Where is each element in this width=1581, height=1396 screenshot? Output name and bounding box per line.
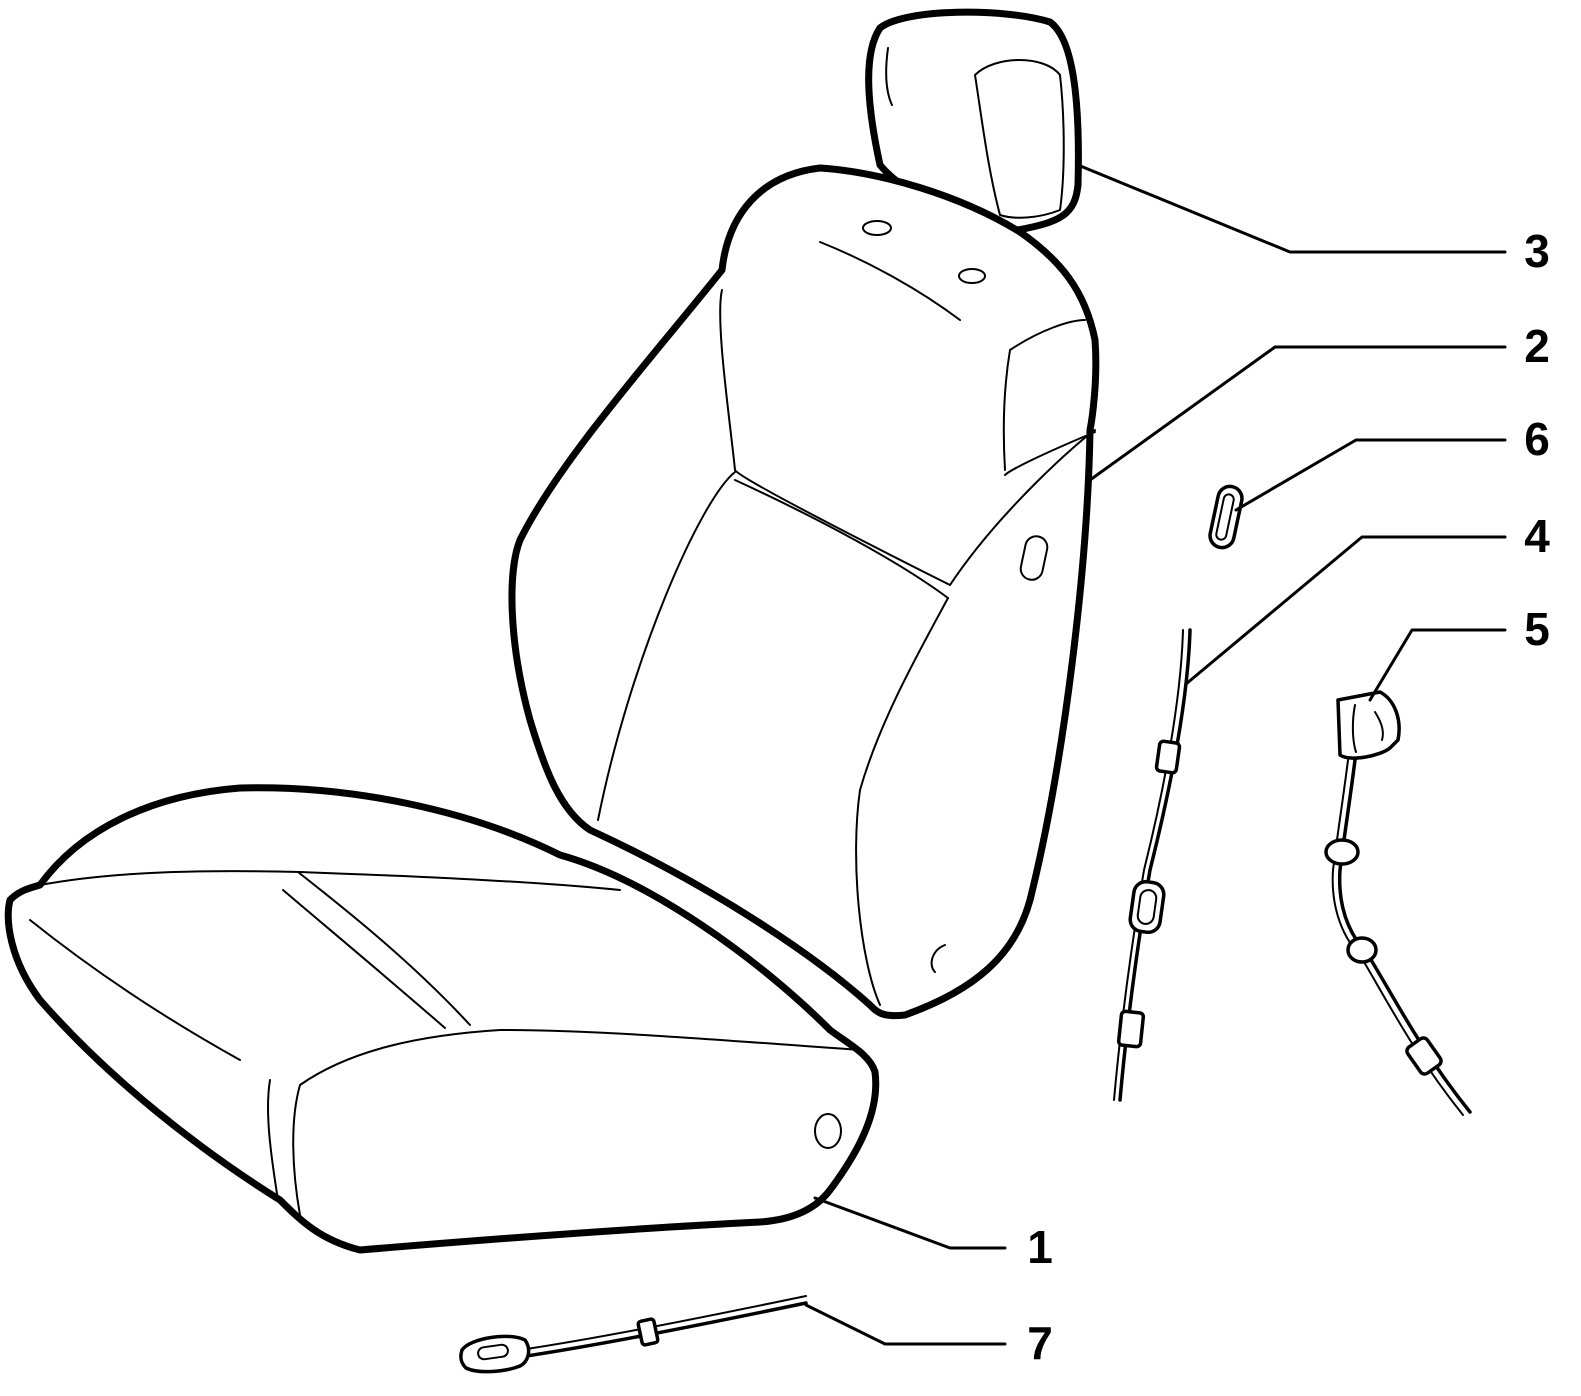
leader-4 <box>1184 535 1507 686</box>
lumbar-cable <box>1324 690 1472 1116</box>
recline-cable <box>1113 628 1192 1102</box>
seat-cushion <box>4 784 880 1254</box>
callout-5: 5 <box>1524 603 1550 655</box>
leader-lines <box>804 163 1507 1346</box>
callout-6: 6 <box>1524 413 1550 465</box>
leader-2 <box>1088 345 1507 482</box>
leader-7 <box>804 1303 1007 1346</box>
callout-7: 7 <box>1027 1317 1053 1369</box>
callout-3: 3 <box>1524 225 1550 277</box>
callout-2: 2 <box>1524 320 1550 372</box>
callout-labels: 3 2 6 4 5 1 7 <box>1027 225 1550 1369</box>
leader-1 <box>813 1196 1007 1250</box>
backrest <box>508 164 1100 1020</box>
leader-5 <box>1368 628 1507 702</box>
lever-cable <box>459 1295 808 1374</box>
callout-1: 1 <box>1027 1221 1053 1273</box>
leader-3 <box>1076 163 1507 254</box>
clip-part <box>1208 484 1244 550</box>
callout-4: 4 <box>1524 510 1550 562</box>
leader-6 <box>1234 438 1507 512</box>
